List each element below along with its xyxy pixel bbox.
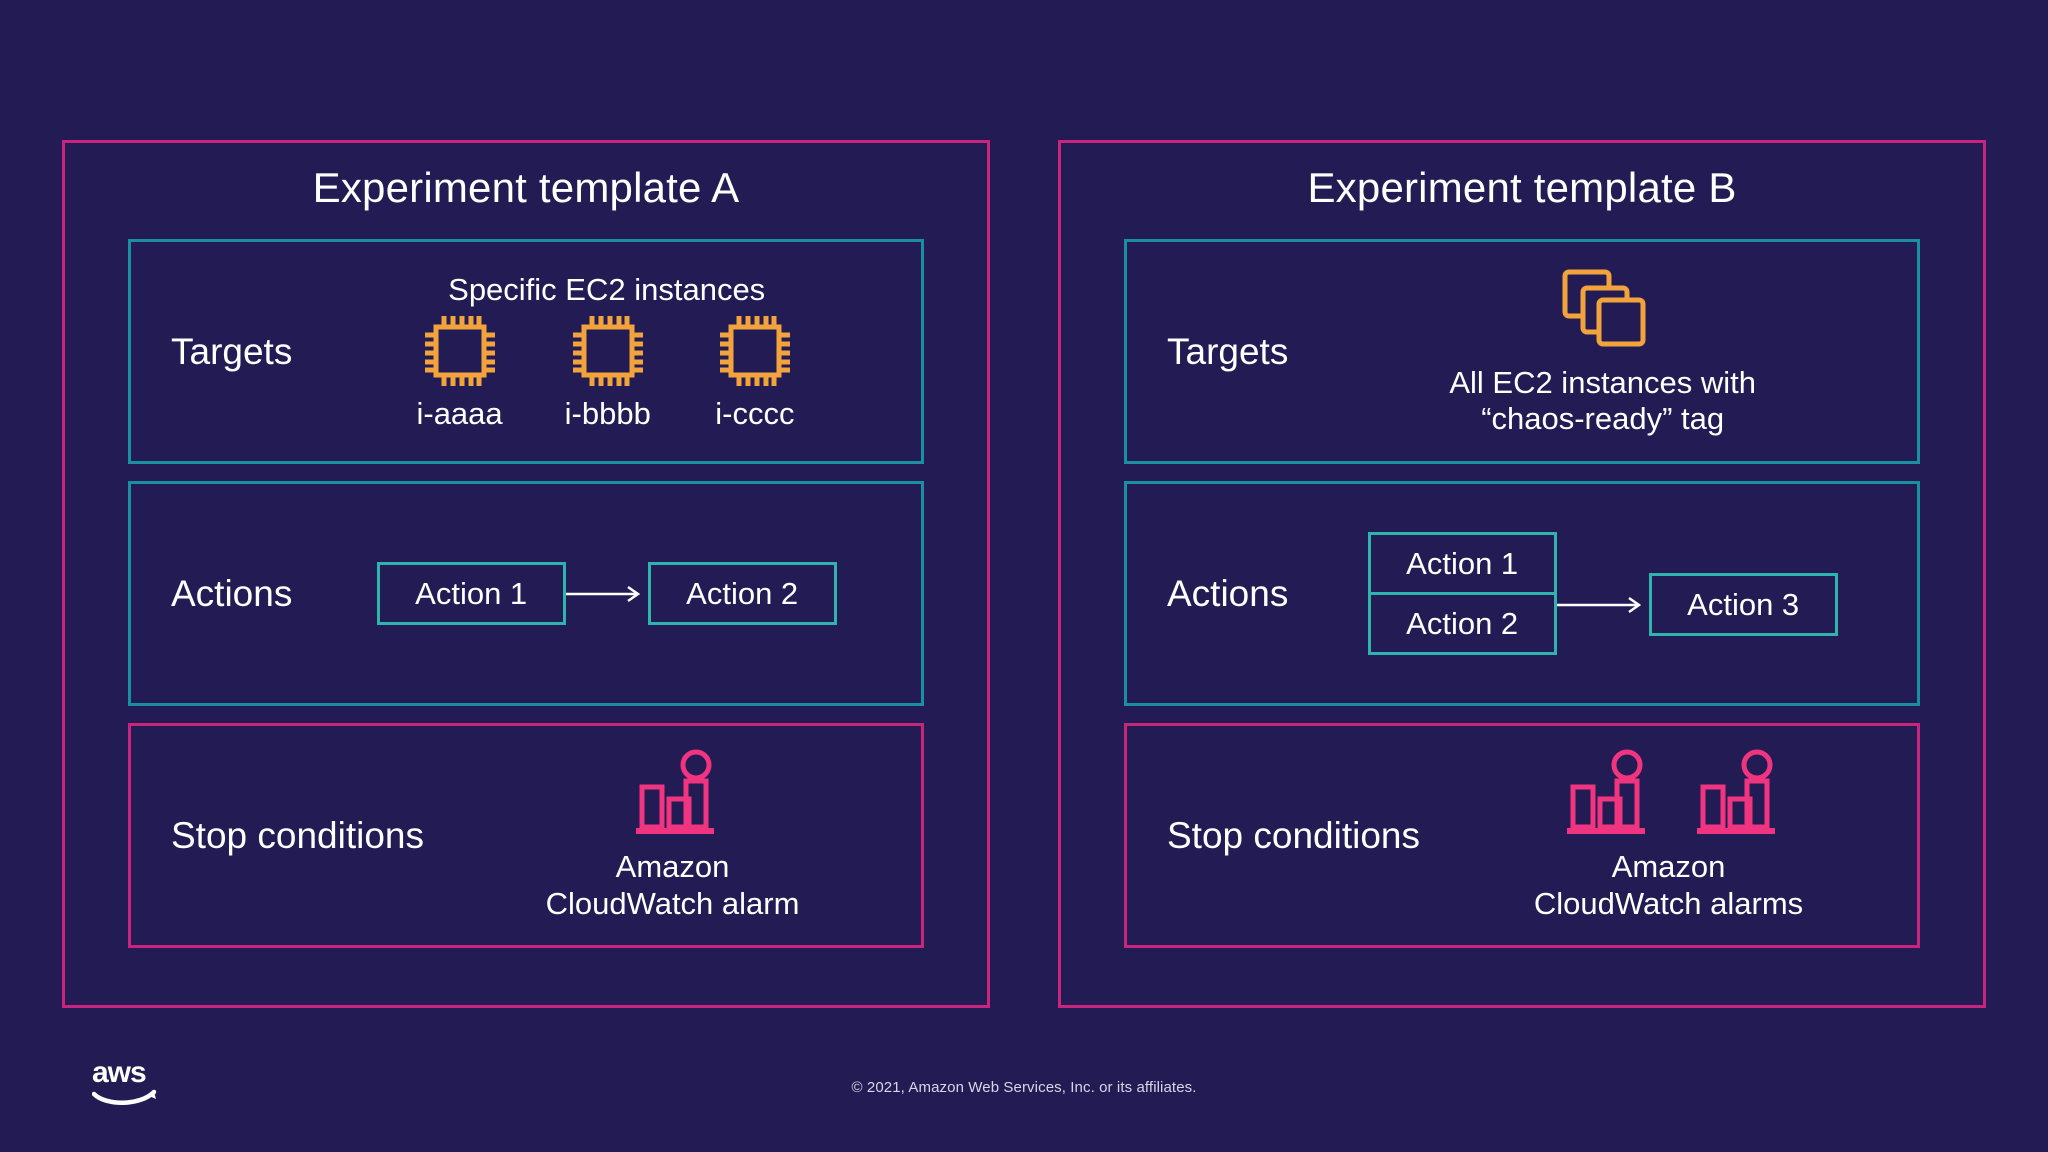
ec2-chip-icon [566, 309, 650, 393]
template-b-action-stack: Action 1 Action 2 [1367, 532, 1557, 656]
template-a-targets-caption: Specific EC2 instances [448, 271, 766, 307]
template-a-title: Experiment template A [312, 164, 740, 211]
ec2-chip-icon [713, 309, 797, 393]
ec2-instance-label: i-aaaa [416, 396, 503, 432]
template-b-targets-body: All EC2 instances with “chaos-ready” tag [1288, 242, 1917, 461]
stacked-squares-icon [1559, 266, 1647, 353]
template-b-targets-label: Targets [1167, 330, 1289, 372]
template-b-actions-body: Action 1 Action 2 Action 3 [1288, 484, 1917, 703]
targets-caption-line-2: “chaos-ready” tag [1481, 401, 1725, 437]
action-box-1[interactable]: Action 1 [1367, 532, 1557, 596]
template-b-stop-conditions-section: Stop conditions [1124, 723, 1920, 949]
template-a-targets-section: Targets Specific EC2 instances [128, 239, 924, 465]
flow-arrow-icon [565, 584, 648, 604]
cloudwatch-alarm-icon [628, 749, 718, 841]
ec2-chip-icon [418, 309, 502, 393]
experiment-template-b: Experiment template B Targets [1058, 140, 1986, 1008]
template-a-action-flow: Action 1 Action 2 [376, 562, 837, 626]
template-b-alarm-list [1559, 749, 1779, 841]
ec2-instance-item: i-bbbb [565, 309, 651, 431]
template-a-stop-conditions-label: Stop conditions [171, 814, 425, 856]
template-a-alarm-list [628, 749, 718, 841]
template-b-action-next: Action 3 [1556, 573, 1838, 655]
ec2-instance-label: i-bbbb [564, 396, 651, 432]
alarm-caption-line-2: CloudWatch alarms [1533, 885, 1804, 921]
action-box-3[interactable]: Action 3 [1648, 573, 1838, 637]
cloudwatch-alarm-icon [1689, 749, 1779, 841]
template-b-title: Experiment template B [1307, 164, 1737, 211]
template-b-alarm-caption: Amazon CloudWatch alarms [1534, 849, 1803, 922]
template-a-actions-body: Action 1 Action 2 [292, 484, 921, 703]
template-a-stop-conditions-body: Amazon CloudWatch alarm [424, 726, 921, 945]
svg-text:aws: aws [92, 1056, 146, 1089]
template-b-stop-conditions-body: Amazon CloudWatch alarms [1420, 726, 1917, 945]
template-b-actions-label: Actions [1167, 572, 1289, 614]
template-b-actions-section: Actions Action 1 Action 2 [1124, 481, 1920, 707]
template-a-actions-label: Actions [171, 572, 293, 614]
template-a-stop-conditions-section: Stop conditions [128, 723, 924, 949]
action-box-1[interactable]: Action 1 [376, 562, 566, 626]
alarm-caption-line-1: Amazon [1611, 849, 1726, 885]
aws-logo: aws [91, 1054, 162, 1106]
alarm-caption-line-1: Amazon [615, 849, 730, 885]
action-box-2[interactable]: Action 2 [647, 562, 837, 626]
template-a-alarm-caption: Amazon CloudWatch alarm [546, 849, 800, 922]
ec2-instance-item: i-aaaa [416, 309, 503, 432]
template-b-targets-section: Targets All EC2 instances with “ [1124, 239, 1920, 465]
action-box-2[interactable]: Action 2 [1367, 592, 1557, 656]
template-b-action-flow: Action 1 Action 2 Action 3 [1367, 532, 1838, 656]
ec2-instance-item: i-cccc [713, 309, 797, 431]
experiment-template-a: Experiment template A Targets Specific E… [62, 140, 990, 1008]
targets-caption-line-1: All EC2 instances with [1449, 364, 1757, 400]
template-a-actions-section: Actions Action 1 Action 2 [128, 481, 924, 707]
template-a-targets-body: Specific EC2 instances [292, 242, 921, 461]
template-b-target-group: All EC2 instances with “chaos-ready” tag [1449, 266, 1756, 438]
cloudwatch-alarm-icon [1559, 749, 1649, 841]
ec2-instance-label: i-cccc [715, 396, 795, 432]
template-b-stop-conditions-label: Stop conditions [1167, 814, 1421, 856]
template-a-instance-list: i-aaaa [416, 309, 796, 431]
template-b-targets-caption: All EC2 instances with “chaos-ready” tag [1449, 365, 1756, 438]
copyright-text: © 2021, Amazon Web Services, Inc. or its… [851, 1079, 1197, 1096]
templates-container: Experiment template A Targets Specific E… [62, 140, 1986, 1008]
flow-arrow-icon [1556, 595, 1649, 634]
template-a-targets-label: Targets [171, 330, 293, 372]
alarm-caption-line-2: CloudWatch alarm [545, 885, 800, 921]
